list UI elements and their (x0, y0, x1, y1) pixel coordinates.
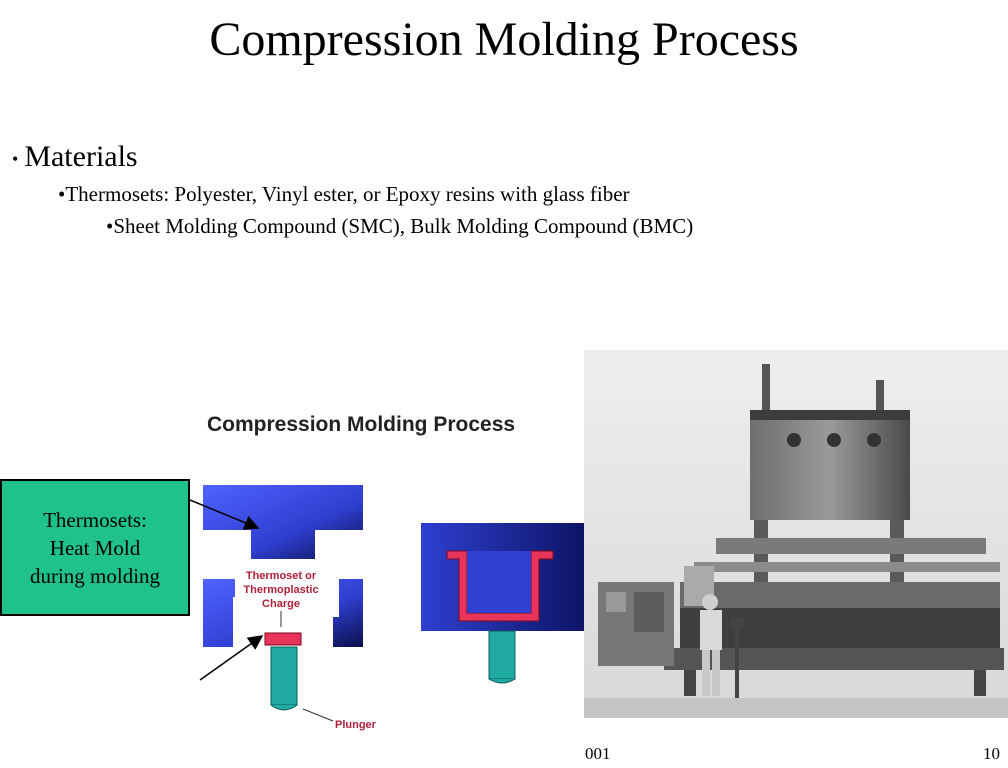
note-line-3: during molding (29, 563, 161, 588)
charge-label-2: Thermoplastic (243, 584, 318, 596)
charge-label-1: Thermoset or (246, 570, 317, 582)
diagram-title: Compression Molding Process (207, 413, 515, 436)
compression-molding-diagram: Compression Molding Process Thermoset or… (185, 385, 585, 768)
slide-title: Compression Molding Process (209, 13, 799, 66)
plunger-label: Plunger (335, 719, 377, 731)
charge-label-3: Charge (262, 598, 300, 610)
note-line-1: Thermosets: (43, 507, 147, 532)
thermoset-note: Thermosets: Heat Mold during molding (0, 479, 190, 616)
bullet-materials-text: Materials (24, 140, 138, 173)
bullet-smc-bmc: •Sheet Molding Compound (SMC), Bulk Mold… (106, 214, 694, 238)
compression-press-photo (584, 350, 1008, 718)
page-number: 10 (983, 744, 1000, 763)
bullet-materials: •Materials (12, 140, 138, 174)
plunger (270, 646, 298, 706)
bullet-dot-icon: • (12, 148, 19, 169)
bullet-thermosets: •Thermosets: Polyester, Vinyl ester, or … (58, 182, 630, 206)
footer-date-fragment: 001 (585, 744, 611, 763)
note-line-2: Heat Mold (49, 535, 141, 560)
charge (264, 632, 302, 646)
